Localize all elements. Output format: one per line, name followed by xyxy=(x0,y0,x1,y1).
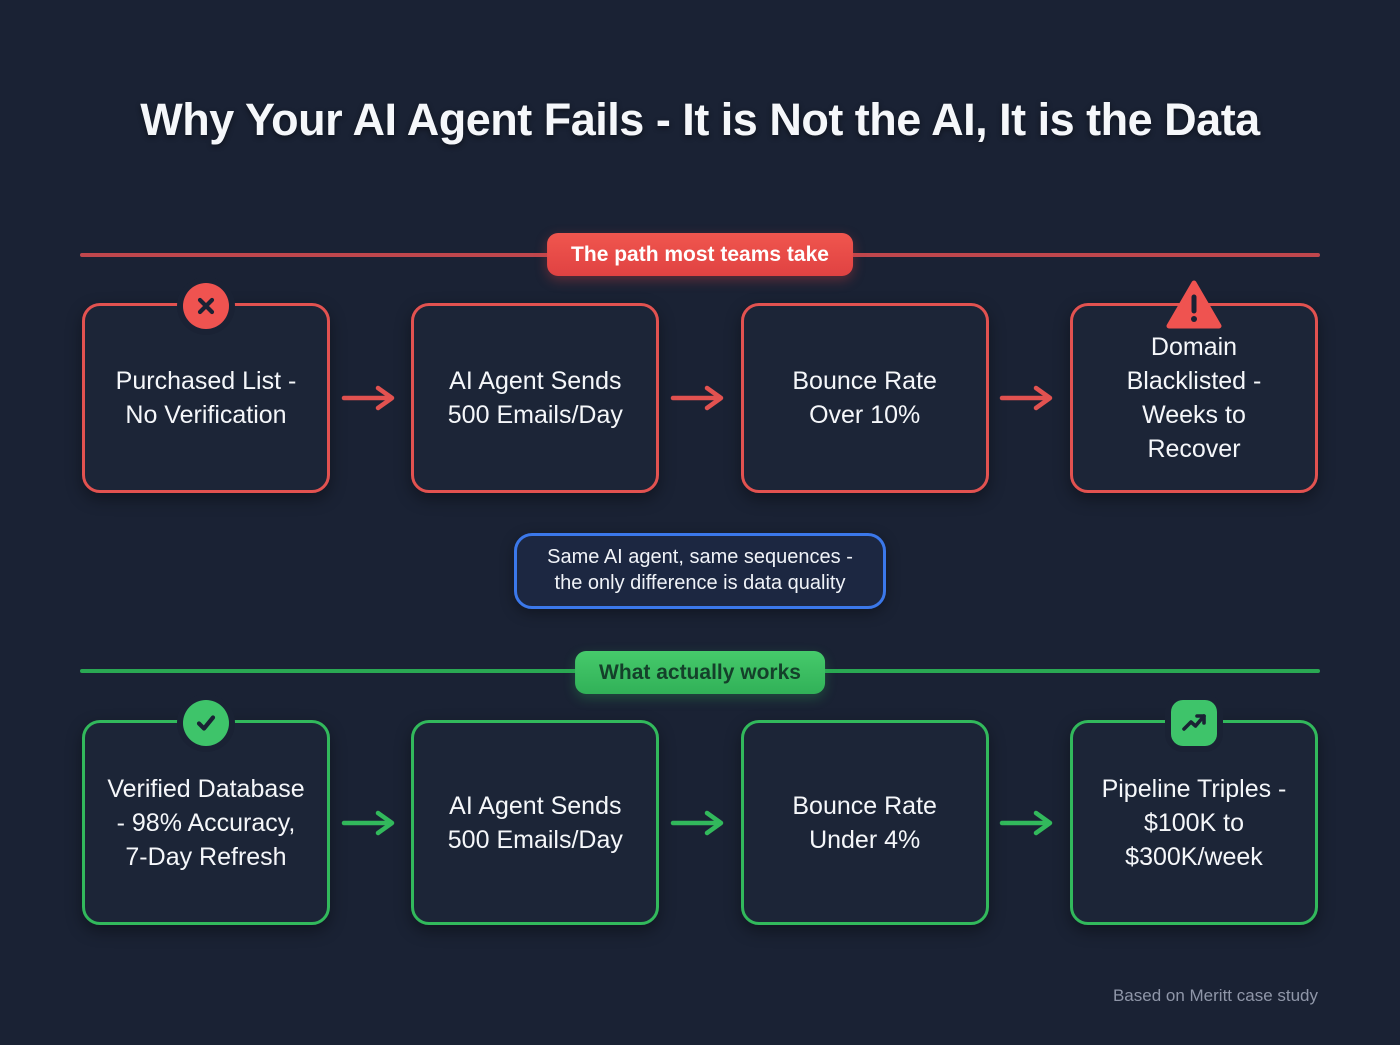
fail-step-sends-emails: AI Agent Sends 500 Emails/Day xyxy=(411,303,660,493)
success-step-label: AI Agent Sends 500 Emails/Day xyxy=(447,791,623,854)
arrow-right-icon xyxy=(341,810,394,835)
success-step-verified-database: Verified Database - 98% Accuracy, 7-Day … xyxy=(82,700,330,925)
success-step-label: Pipeline Triples - $100K to $300K/week xyxy=(1101,774,1287,871)
arrow-right-icon xyxy=(1000,810,1053,835)
page-title: Why Your AI Agent Fails - It is Not the … xyxy=(140,94,1260,145)
success-path-row: Verified Database - 98% Accuracy, 7-Day … xyxy=(82,700,1318,925)
success-step-pipeline-triples: Pipeline Triples - $100K to $300K/week xyxy=(1069,700,1318,925)
arrow-right-icon xyxy=(341,385,394,411)
fail-arrow-1 xyxy=(330,303,411,493)
fail-step-label: Domain Blacklisted - Weeks to Recover xyxy=(1126,333,1262,463)
fail-path-row: Purchased List - No Verification AI Agen… xyxy=(82,280,1318,493)
x-circle-icon xyxy=(183,283,229,329)
source-attribution: Based on Meritt case study xyxy=(1112,986,1318,1005)
fail-step-label: Bounce Rate Over 10% xyxy=(792,367,937,429)
fail-step-label: AI Agent Sends 500 Emails/Day xyxy=(447,367,623,429)
arrow-right-icon xyxy=(1000,385,1053,411)
fail-step-blacklisted: Domain Blacklisted - Weeks to Recover xyxy=(1069,280,1318,493)
fail-arrow-3 xyxy=(989,303,1070,493)
success-step-sends-emails: AI Agent Sends 500 Emails/Day xyxy=(411,720,660,925)
fail-step-purchased-list: Purchased List - No Verification xyxy=(82,283,330,493)
success-arrow-3 xyxy=(989,720,1070,925)
success-step-bounce-rate: Bounce Rate Under 4% xyxy=(740,720,989,925)
fail-step-bounce-rate: Bounce Rate Over 10% xyxy=(740,303,989,493)
arrow-right-icon xyxy=(670,810,724,835)
success-arrow-2 xyxy=(659,720,740,925)
warning-triangle-icon xyxy=(1166,280,1222,330)
check-circle-icon xyxy=(183,700,229,746)
fail-path-banner: The path most teams take xyxy=(547,233,853,276)
success-step-label: Bounce Rate Under 4% xyxy=(792,791,937,854)
note-box: Same AI agent, same sequences - the only… xyxy=(514,533,886,609)
fail-arrow-2 xyxy=(659,303,740,493)
fail-step-label: Purchased List - No Verification xyxy=(115,367,297,429)
arrow-right-icon xyxy=(670,385,724,411)
success-arrow-1 xyxy=(330,720,411,925)
success-path-banner: What actually works xyxy=(575,651,825,694)
success-step-label: Verified Database - 98% Accuracy, 7-Day … xyxy=(107,774,305,871)
trend-up-icon xyxy=(1170,700,1217,746)
